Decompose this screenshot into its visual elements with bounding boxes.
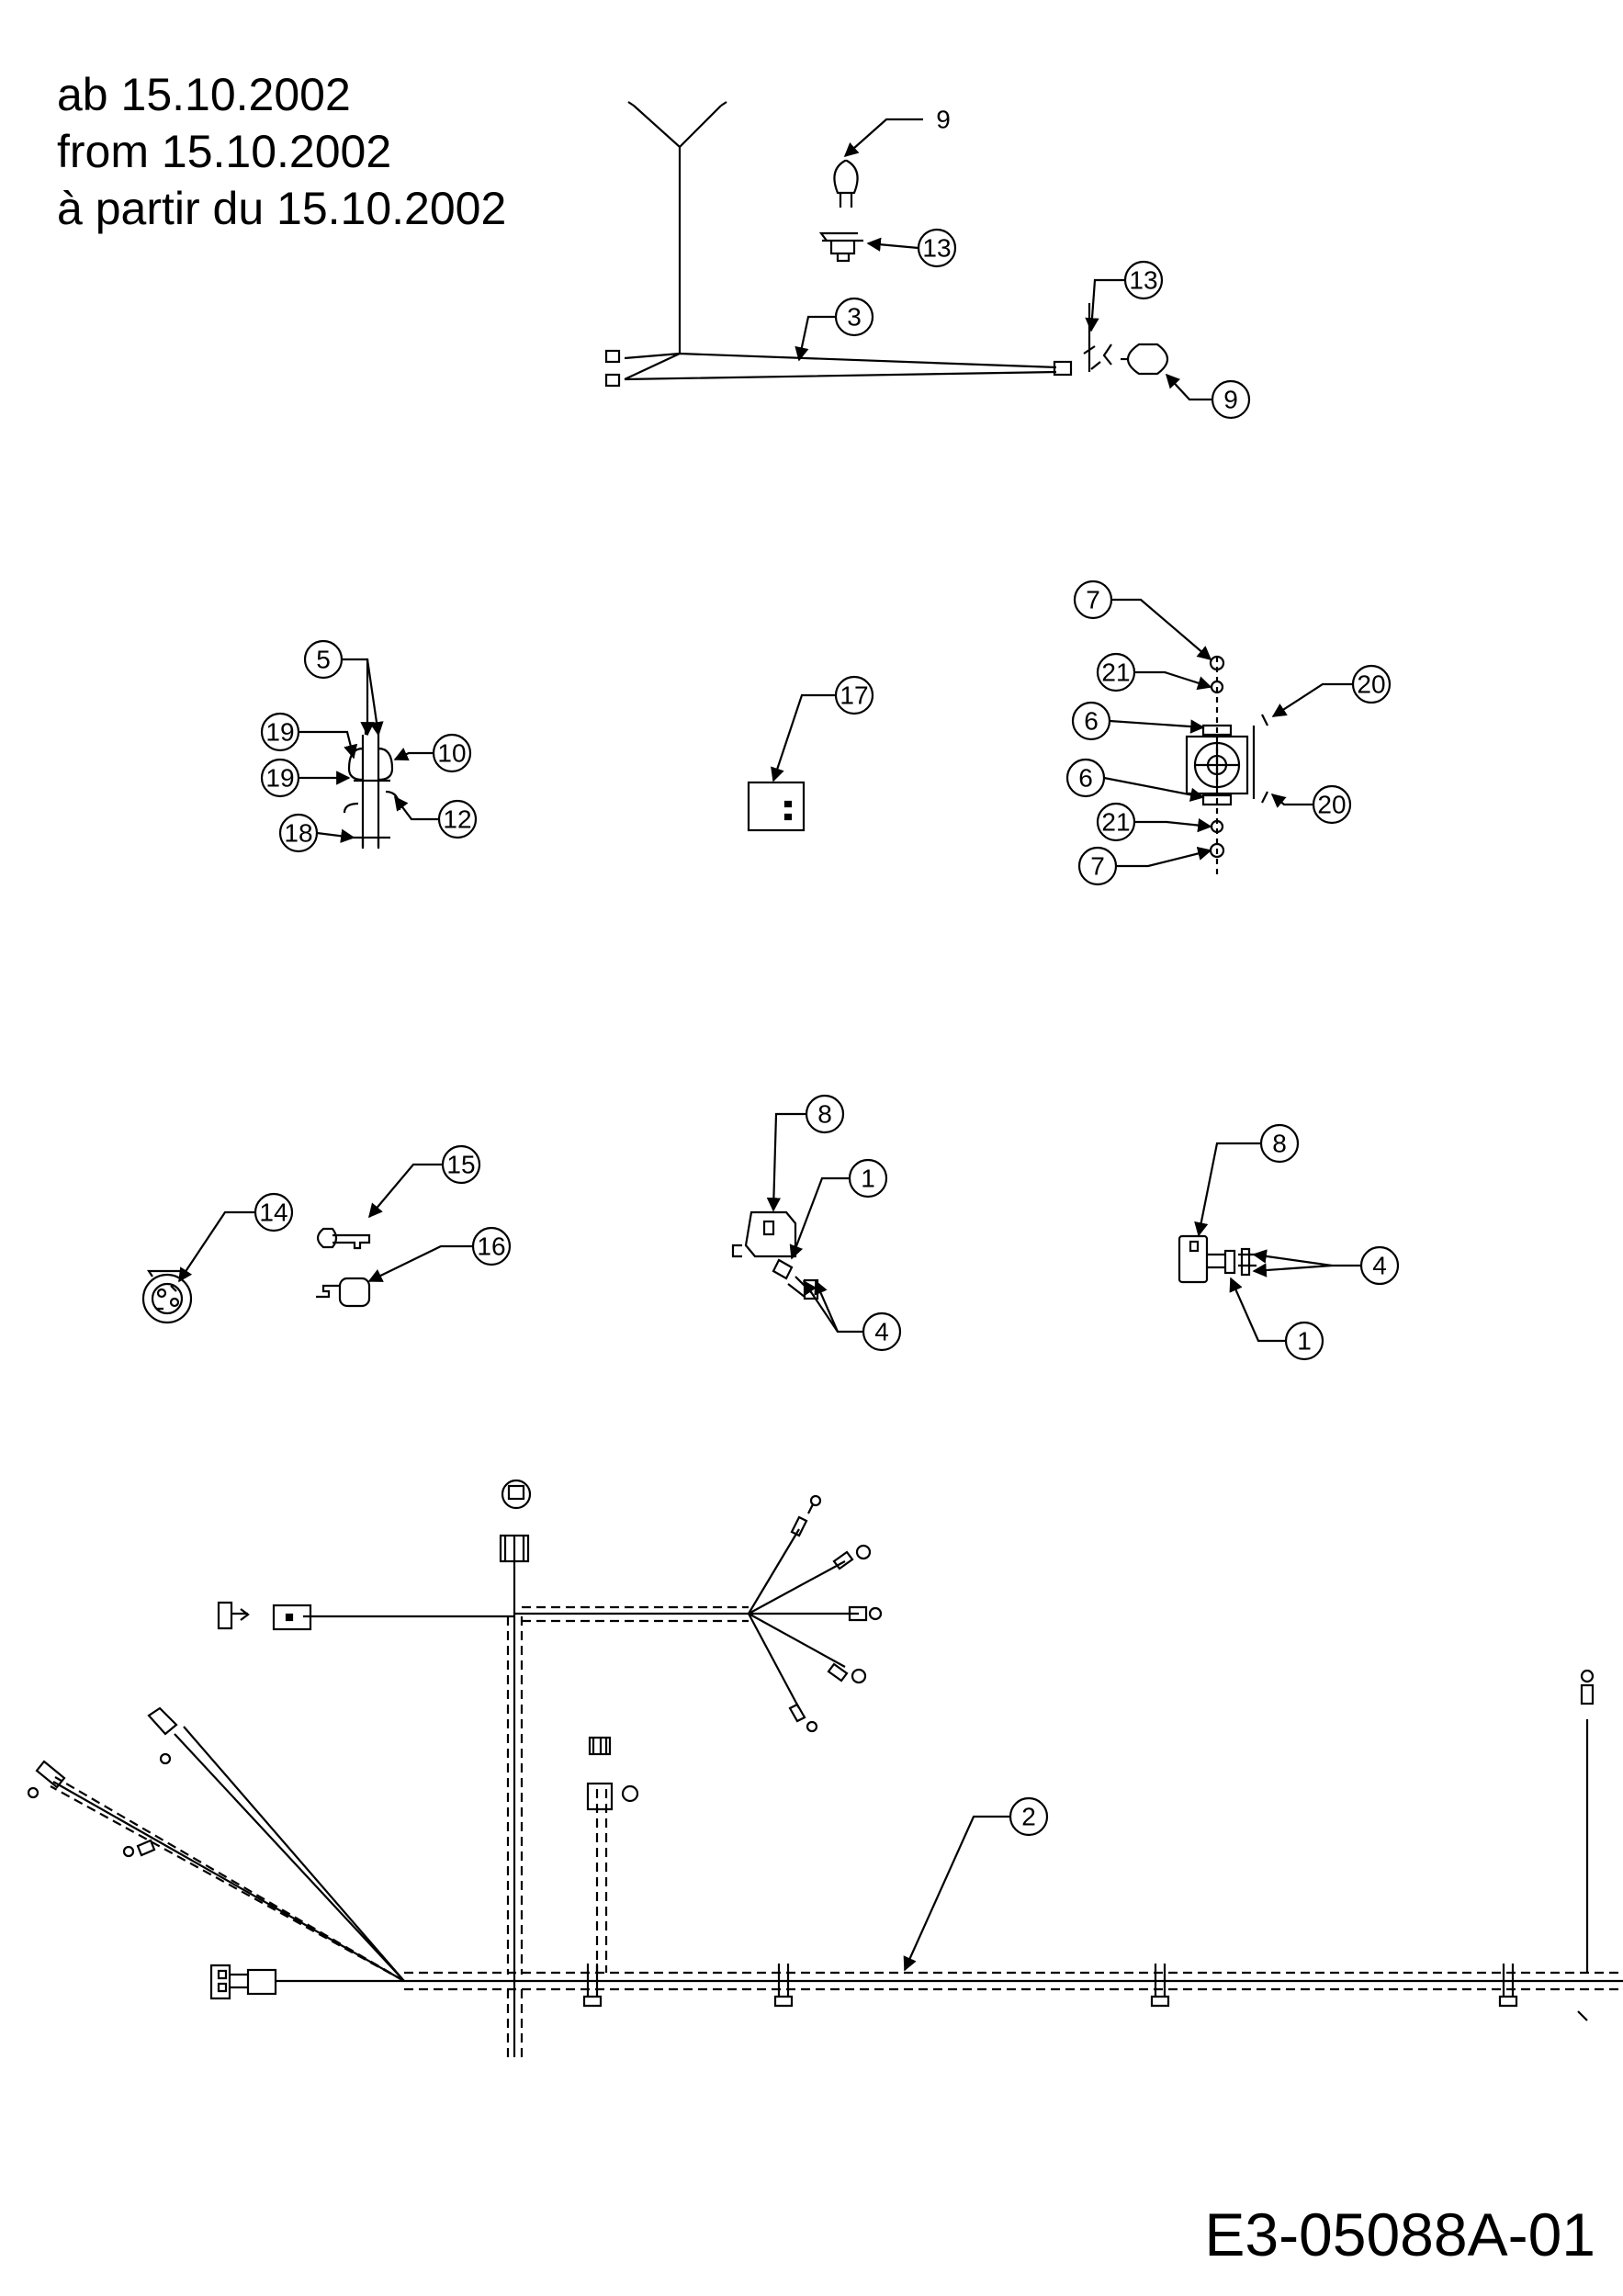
callout-bubble: 19 (260, 758, 300, 798)
callout-bubble: 19 (260, 712, 300, 752)
callout-label: 4 (1372, 1252, 1387, 1280)
callout-label: 21 (1101, 808, 1130, 837)
callout-bubble: 16 (471, 1226, 512, 1266)
callout-bubble: 17 (834, 675, 874, 715)
callout-bubble: 1 (848, 1158, 888, 1199)
ignition-switch-icon (141, 1269, 193, 1324)
callout-label: 6 (1078, 764, 1093, 793)
callout-label: 20 (1357, 670, 1385, 699)
callout-label: 13 (922, 234, 951, 263)
switch-assembly (1185, 655, 1268, 877)
callout-bubble: 18 (278, 813, 319, 853)
terminal-stack-assembly (343, 727, 401, 849)
callout-label: 6 (1084, 707, 1099, 736)
callout-bubble: 13 (917, 228, 957, 268)
callout-label: 1 (1297, 1327, 1312, 1356)
callout-bubble: 1 (1284, 1321, 1324, 1361)
callout-bubble: 4 (862, 1311, 902, 1352)
callout-bubble: 8 (1259, 1123, 1300, 1164)
callout-label: 7 (1090, 852, 1105, 881)
callout-label: 8 (1272, 1130, 1287, 1158)
callout-label: 16 (477, 1232, 505, 1261)
bulb-icon (833, 159, 859, 208)
callout-label: 12 (443, 805, 471, 834)
callout-bubble: 2 (1009, 1796, 1049, 1837)
date-line-german: ab 15.10.2002 (57, 69, 351, 120)
main-harness-assembly (27, 1479, 1623, 2057)
callout-label: 14 (259, 1199, 287, 1227)
callout-label: 5 (316, 646, 331, 674)
callout-bubble: 7 (1077, 846, 1118, 886)
callout-bubble: 9 (936, 106, 951, 134)
callout-label: 2 (1021, 1803, 1036, 1831)
callout-bubble: 21 (1096, 802, 1136, 842)
callout-bubble: 6 (1065, 758, 1106, 798)
date-line-french: à partir du 15.10.2002 (57, 183, 507, 234)
callout-label: 19 (265, 764, 294, 793)
callout-bubble: 9 (1211, 379, 1251, 420)
leader-lines (178, 118, 1361, 1972)
brake-switch-assembly (1178, 1234, 1257, 1284)
callout-bubble: 10 (432, 733, 472, 773)
callout-bubble: 20 (1351, 664, 1392, 704)
callout-bubble: 12 (437, 799, 478, 839)
callout-label: 21 (1101, 658, 1130, 687)
callout-label: 8 (817, 1100, 832, 1129)
callout-label: 4 (874, 1318, 889, 1346)
drawing-number: E3-05088A-01 (1204, 2200, 1595, 2268)
callout-label: 15 (446, 1151, 475, 1179)
callout-bubble: 3 (834, 297, 874, 337)
control-module-box (747, 781, 806, 832)
callout-label: 18 (284, 819, 312, 848)
callout-label: 19 (265, 718, 294, 747)
key-icon (316, 1227, 371, 1250)
callout-bubble: 21 (1096, 652, 1136, 692)
callout-bubble: 14 (254, 1192, 294, 1232)
validity-date-note: ab 15.10.2002 from 15.10.2002 à partir d… (57, 66, 506, 237)
callout-bubble: 7 (1073, 580, 1113, 620)
callout-bubble: 4 (1359, 1245, 1400, 1286)
callout-bubble: 15 (441, 1144, 481, 1185)
light-harness-assembly (604, 101, 1169, 388)
callout-label: 3 (847, 303, 862, 332)
callout-label: 9 (1223, 386, 1238, 414)
callout-bubble: 20 (1312, 784, 1352, 825)
callout-bubble: 8 (805, 1094, 845, 1134)
bulb-icon (1121, 343, 1169, 376)
callout-label: 17 (840, 681, 868, 710)
callout-label: 13 (1129, 266, 1157, 295)
callout-bubble: 13 (1123, 260, 1164, 300)
key-icon (316, 1277, 371, 1308)
callout-label: 7 (1086, 586, 1100, 614)
date-line-english: from 15.10.2002 (57, 126, 392, 177)
callout-label: 10 (437, 739, 466, 768)
callout-label: 9 (936, 106, 951, 134)
lamp-socket-icon (818, 231, 863, 263)
callout-label: 20 (1317, 791, 1346, 819)
callout-bubble: 6 (1071, 701, 1111, 741)
callout-label: 1 (861, 1165, 875, 1193)
callout-bubble: 5 (303, 639, 344, 680)
